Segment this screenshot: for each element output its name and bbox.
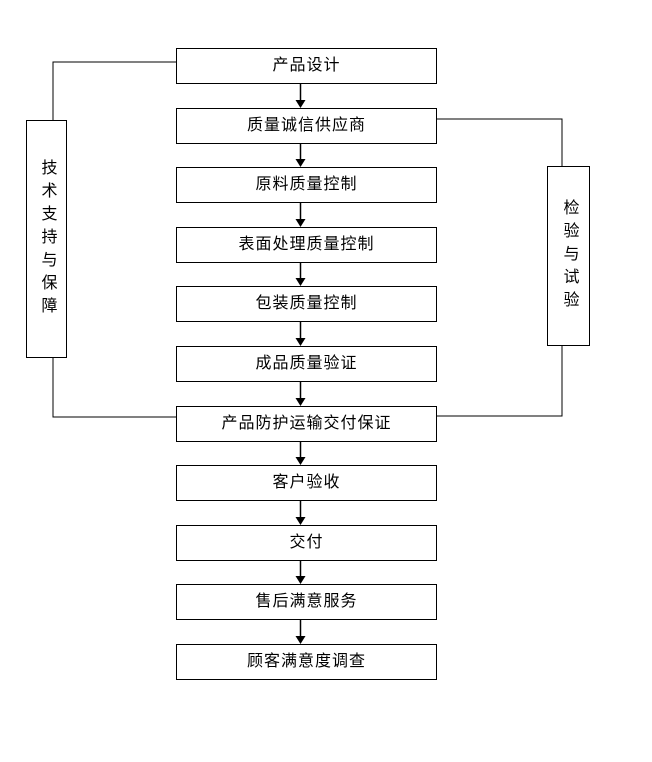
- arrow-head-icon: [295, 159, 306, 167]
- flow-step-surface-treatment-qc: 表面处理质量控制: [176, 227, 437, 263]
- flow-step-raw-material-qc: 原料质量控制: [176, 167, 437, 203]
- connector-left-bottom: [52, 358, 176, 418]
- flow-step-packaging-qc: 包装质量控制: [176, 286, 437, 322]
- flow-step-satisfaction-survey: 顾客满意度调查: [176, 644, 437, 680]
- arrow-head-icon: [295, 219, 306, 227]
- arrow-head-icon: [295, 636, 306, 644]
- arrow-head-icon: [295, 100, 306, 108]
- connector-left-top: [52, 61, 176, 120]
- connector-right-top: [437, 118, 563, 166]
- arrow-head-icon: [295, 457, 306, 465]
- arrow-head-icon: [295, 517, 306, 525]
- flow-step-supplier: 质量诚信供应商: [176, 108, 437, 144]
- arrow-head-icon: [295, 338, 306, 346]
- side-panel-label: 技术支持与保障: [38, 158, 56, 320]
- flow-step-finished-product-verification: 成品质量验证: [176, 346, 437, 382]
- side-panel-label: 检验与试验: [560, 198, 578, 314]
- flow-step-after-sales-service: 售后满意服务: [176, 584, 437, 620]
- arrow-head-icon: [295, 398, 306, 406]
- arrow-head-icon: [295, 278, 306, 286]
- flow-arrows: [295, 84, 306, 644]
- connector-right-bottom: [437, 346, 563, 417]
- flow-step-customer-acceptance: 客户验收: [176, 465, 437, 501]
- side-panel-technical-support: 技术支持与保障: [26, 120, 67, 358]
- flow-step-protection-transport-delivery: 产品防护运输交付保证: [176, 406, 437, 442]
- flow-step-delivery: 交付: [176, 525, 437, 561]
- side-panel-inspection-testing: 检验与试验: [547, 166, 590, 346]
- flow-step-product-design: 产品设计: [176, 48, 437, 84]
- arrow-head-icon: [295, 576, 306, 584]
